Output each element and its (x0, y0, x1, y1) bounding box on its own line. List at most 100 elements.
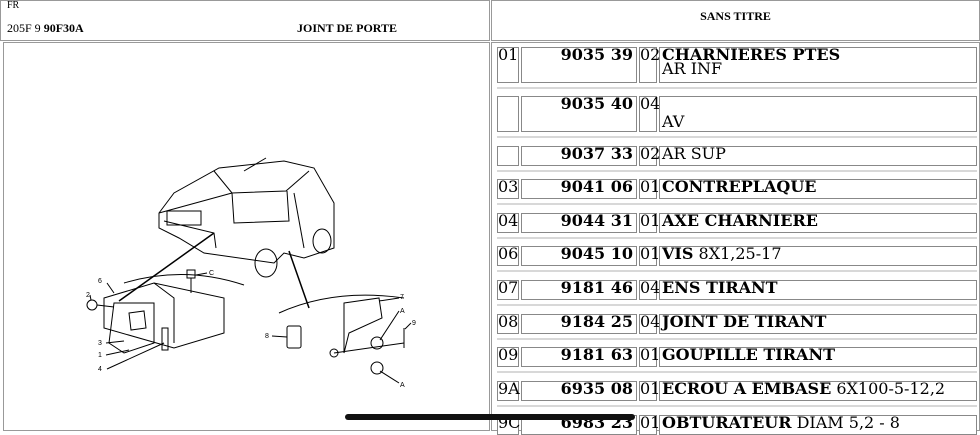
callout-A-bottom: A (400, 382, 405, 389)
part-name: OBTURATEUR (662, 413, 792, 432)
cell-description: JOINT DE TIRANT (659, 314, 977, 334)
callout-A-top: A (400, 308, 405, 315)
part-detail: 8X1,25-17 (693, 244, 782, 263)
language-code: FR (7, 0, 20, 11)
cell-quantity: 02 (639, 47, 660, 83)
cell-description: CONTREPLAQUE (659, 179, 977, 199)
exploded-parts-diagram: 6 C 2 3 1 4 8 7 A 9 A (86, 157, 416, 389)
part-subline: AR INF (662, 59, 723, 78)
cell-reference: 9181 46 (521, 280, 637, 300)
cell-description: ENS TIRANT (659, 280, 977, 300)
callout-1: 1 (98, 352, 102, 359)
reference-value: 9184 25 (560, 312, 633, 331)
cell-position (497, 96, 519, 132)
reference-value: 9181 46 (560, 278, 633, 297)
quantity-value: 02 (640, 144, 661, 163)
part-name: ENS TIRANT (662, 278, 778, 297)
quantity-value: 01 (640, 244, 661, 263)
position-value: 07 (498, 278, 519, 297)
cell-position (497, 146, 519, 166)
cell-position: 03 (497, 179, 519, 199)
cell-position: 08 (497, 314, 519, 334)
quantity-value: 01 (640, 211, 661, 230)
cell-reference: 9037 33 (521, 146, 637, 166)
part-name: CONTREPLAQUE (662, 177, 817, 196)
cell-quantity: 01 (639, 244, 661, 266)
cell-description: AXE CHARNIERE (659, 213, 977, 233)
reference-value: 9044 31 (560, 211, 633, 230)
part-name: GOUPILLE TIRANT (662, 345, 835, 364)
position-value: 03 (498, 177, 519, 196)
cell-reference: 9035 40 (521, 96, 637, 132)
cell-position: 01 (497, 47, 519, 83)
part-name: VIS (662, 244, 694, 263)
callout-8: 8 (265, 333, 269, 340)
part-subline: AV (662, 112, 685, 131)
quantity-value: 04 (640, 94, 661, 113)
row-separator (497, 170, 977, 172)
position-value: 08 (498, 312, 519, 331)
row-separator (497, 87, 977, 89)
reference-value: 9035 40 (560, 94, 633, 113)
position-value: 01 (498, 45, 519, 64)
cell-reference: 9045 10 (521, 246, 637, 266)
reference-value: 9035 39 (560, 45, 633, 64)
cell-description: VIS 8X1,25-17 (659, 246, 977, 266)
quantity-value: 04 (640, 278, 661, 297)
row-separator (497, 203, 977, 205)
callout-C: C (209, 270, 214, 277)
row-separator (497, 338, 977, 340)
cell-reference: 6935 08 (521, 381, 637, 401)
cell-position: 04 (497, 213, 519, 233)
right-title: SANS TITRE (700, 9, 771, 23)
cell-description: AR SUP (659, 146, 977, 166)
cell-reference: 9181 63 (521, 347, 637, 367)
position-value: 06 (498, 244, 519, 263)
callout-7: 7 (400, 294, 404, 301)
reference-value: 6935 08 (560, 379, 633, 398)
position-value: 04 (498, 211, 519, 230)
cell-position: 9A (497, 379, 520, 401)
reference-code: 205F 9 90F30A (7, 21, 84, 36)
position-value: 09 (498, 345, 519, 364)
cell-quantity: 02 (639, 144, 661, 166)
callout-9: 9 (412, 320, 416, 327)
row-separator (497, 237, 977, 239)
cell-quantity: 04 (639, 278, 661, 300)
header-right-panel: SANS TITRE (491, 0, 980, 41)
cell-reference: 9041 06 (521, 179, 637, 199)
callout-4: 4 (98, 366, 102, 373)
part-name: AXE CHARNIERE (662, 211, 818, 230)
exploded-diagram-panel: 6 C 2 3 1 4 8 7 A 9 A (3, 42, 490, 431)
cell-quantity: 04 (639, 94, 661, 132)
cell-reference: 9035 39 (521, 47, 637, 83)
cell-reference: 9184 25 (521, 314, 637, 334)
cell-position: 09 (497, 347, 519, 367)
cell-quantity: 01 (639, 413, 661, 435)
reference-value: 9045 10 (560, 244, 633, 263)
part-name: ECROU A EMBASE (662, 379, 832, 398)
reference-value: 9041 06 (560, 177, 633, 196)
position-value: 9A (498, 379, 520, 398)
part-detail: 6X100-5-12,2 (831, 379, 946, 398)
cell-description: ECROU A EMBASE 6X100-5-12,2 (659, 381, 977, 401)
quantity-value: 04 (640, 312, 661, 331)
callout-3: 3 (98, 340, 102, 347)
row-separator (497, 136, 977, 138)
cell-quantity: 04 (639, 312, 661, 334)
quantity-value: 01 (640, 379, 661, 398)
horizontal-scrollbar[interactable] (345, 414, 635, 420)
quantity-value: 01 (640, 413, 661, 432)
quantity-value: 01 (640, 345, 661, 364)
cell-quantity: 01 (639, 379, 661, 401)
row-separator (497, 304, 977, 306)
part-name: JOINT DE TIRANT (662, 312, 827, 331)
